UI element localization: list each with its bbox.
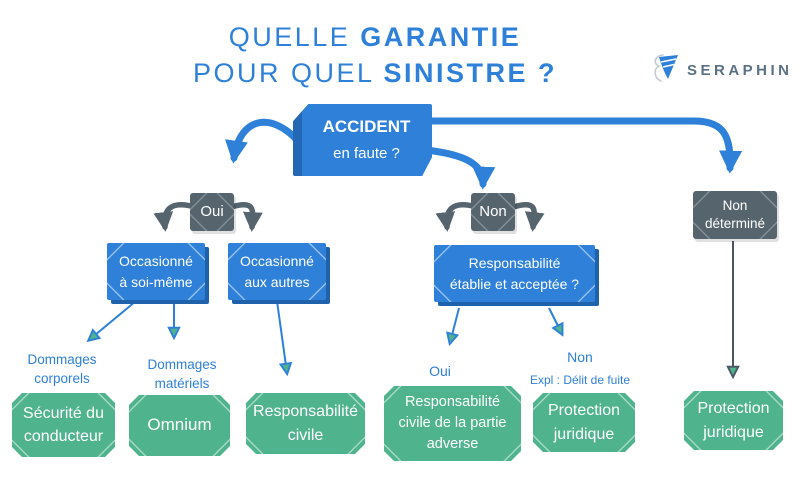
decision-non: Non — [471, 193, 515, 231]
root-branch-arrows — [225, 117, 743, 190]
edge-label-oui: Oui — [429, 363, 451, 379]
question-occasionne-soi-meme: Occasionné à soi-même — [107, 243, 205, 300]
edge-label-dommages-materiels: Dommages matériels — [147, 357, 217, 391]
brand-name: SERAPHIN — [687, 62, 793, 79]
page-title: QUELLE GARANTIE POUR QUEL SINISTRE ? — [150, 20, 600, 91]
question-occasionne-aux-autres: Occasionné aux autres — [228, 243, 326, 300]
outcome-responsabilite-civile: Responsabilité civile — [246, 393, 365, 454]
question-responsabilite-etablie: Responsabilité établie et acceptée ? — [434, 245, 595, 302]
page-title-line2: POUR QUEL SINISTRE ? — [192, 57, 558, 88]
outcome-rc-partie-adverse: Responsabilité civile de la partie adver… — [384, 386, 521, 461]
page-title-line1: QUELLE GARANTIE — [228, 22, 522, 52]
edge-label-non-delit-de-fuite: Non Expl : Délit de fuite — [518, 348, 642, 388]
edge-label-dommages-corporels: Dommages corporels — [27, 352, 97, 386]
seraphin-wing-icon — [650, 52, 680, 89]
outcome-arrows — [89, 300, 562, 373]
edge-label-non: Non — [567, 349, 593, 365]
node-accident-title: ACCIDENT — [322, 117, 411, 137]
edge-label-expl: Expl : Délit de fuite — [529, 372, 631, 387]
decision-non-determine: Non déterminé — [693, 191, 777, 239]
outcome-protection-juridique-1: Protection juridique — [533, 393, 635, 452]
brand-logo: SERAPHIN — [650, 52, 793, 89]
outcome-omnium: Omnium — [129, 395, 230, 456]
outcome-protection-juridique-2: Protection juridique — [684, 391, 783, 450]
decision-oui: Oui — [190, 193, 234, 231]
node-accident-subtitle: en faute ? — [333, 144, 400, 162]
outcome-securite-du-conducteur: Sécurité du conducteur — [12, 393, 115, 457]
node-accident: ACCIDENT en faute ? — [293, 104, 432, 176]
